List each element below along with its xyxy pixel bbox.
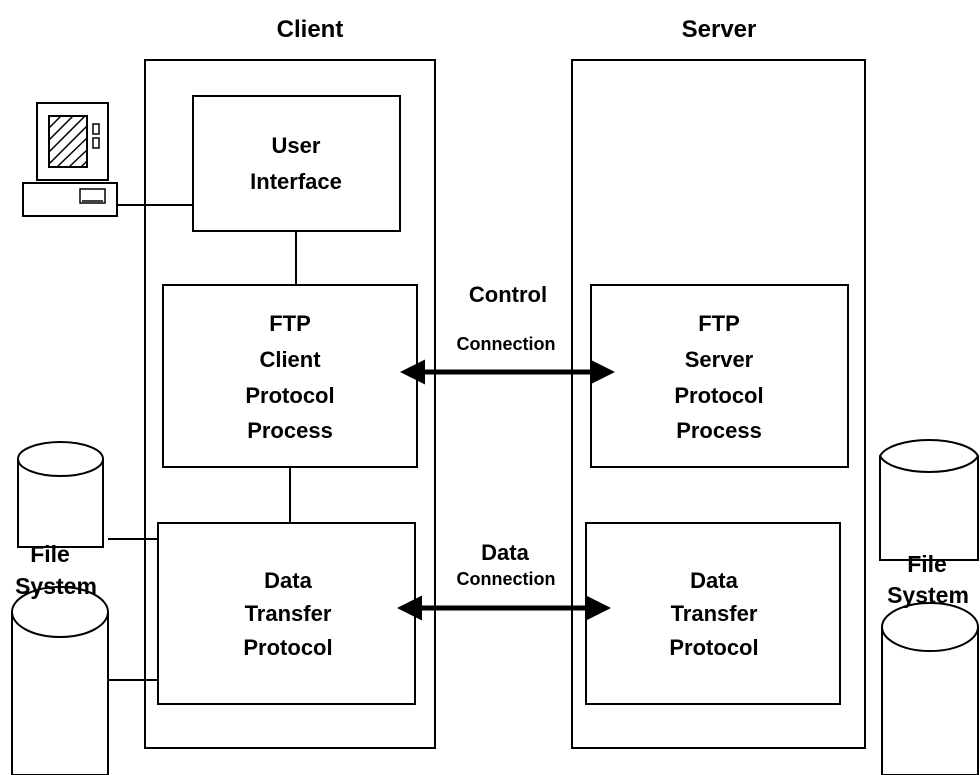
client-dtp-label-line-3: Protocol (243, 635, 332, 660)
control-connection-label-line-1: Control (469, 282, 547, 307)
user-interface-label-line-2: Interface (250, 169, 342, 194)
control-connection-label-line-2: Connection (457, 334, 556, 354)
left-file-system-label-line-1: File (30, 541, 70, 567)
disk-cylinder-icon (17, 441, 104, 548)
right-file-system-label-line-2: System (887, 582, 969, 608)
server-protocol-process-box (590, 284, 849, 468)
server-dtp-label-line-1: Data (690, 568, 738, 593)
data-connection-label-line-1: Data (481, 540, 529, 565)
client-pi-label-line-1: FTP (269, 311, 311, 336)
client-dtp-label-line-2: Transfer (245, 601, 332, 626)
disk-cylinder-icon (11, 586, 109, 775)
computer-terminal-icon (22, 102, 118, 217)
right-file-system-label-line-1: File (907, 551, 947, 577)
server-title: Server (682, 16, 757, 43)
client-pi-label-line-2: Client (259, 347, 321, 372)
left-file-system-label-line-2: System (15, 573, 97, 599)
user-interface-label-line-1: User (272, 133, 321, 158)
client-protocol-process-box (162, 284, 418, 468)
data-connection-label-line-2: Connection (457, 569, 556, 589)
server-pi-label-line-4: Process (676, 418, 762, 443)
disk-cylinder-icon (879, 438, 979, 561)
server-pi-label-line-2: Server (685, 347, 754, 372)
server-dtp-label-line-3: Protocol (669, 635, 758, 660)
server-dtp-label-line-2: Transfer (671, 601, 758, 626)
server-pi-label-line-1: FTP (698, 311, 740, 336)
server-pi-label-line-3: Protocol (674, 383, 763, 408)
client-pi-label-line-4: Process (247, 418, 333, 443)
client-title: Client (277, 16, 344, 43)
client-pi-label-line-3: Protocol (245, 383, 334, 408)
disk-cylinder-icon (881, 602, 979, 775)
client-dtp-label-line-1: Data (264, 568, 312, 593)
user-interface-box (192, 95, 401, 232)
